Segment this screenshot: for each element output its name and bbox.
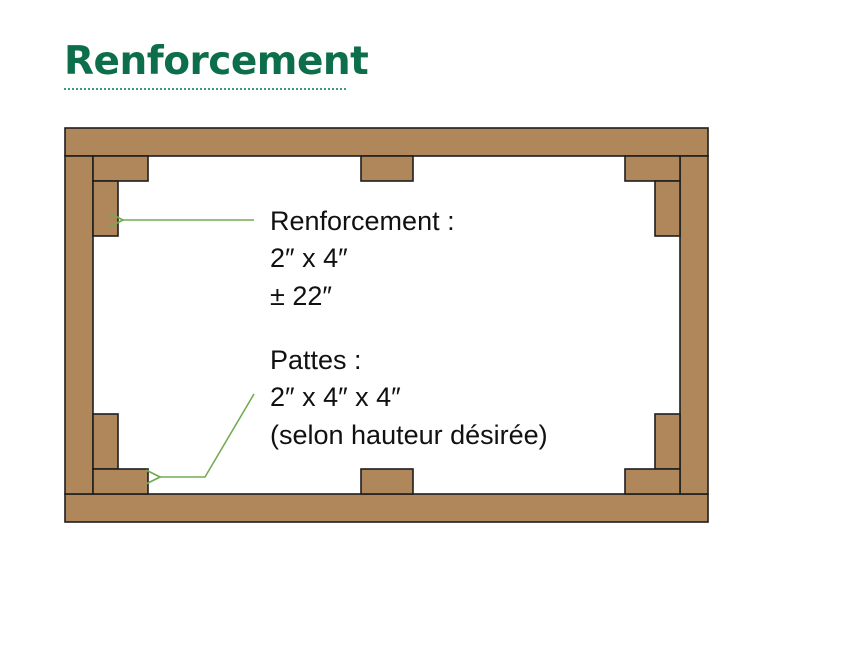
wood-frame: [64, 127, 709, 523]
renforcement-label: Renforcement : 2″ x 4″ ± 22″: [270, 206, 455, 311]
pattes-heading: Pattes :: [270, 345, 362, 375]
pattes-note: (selon hauteur désirée): [270, 420, 548, 450]
pattes-dimensions: 2″ x 4″ x 4″: [270, 382, 401, 412]
leg-top-right-vertical: [654, 180, 681, 237]
leg-bottom-left-horizontal: [92, 468, 149, 495]
pattes-arrow: [160, 393, 255, 477]
pattes-label: Pattes : 2″ x 4″ x 4″ (selon hauteur dés…: [270, 345, 548, 450]
leg-top-left-horizontal: [92, 155, 149, 182]
middle-block-top: [360, 155, 414, 182]
renforcement-dimensions: 2″ x 4″: [270, 243, 348, 273]
renforcement-spacing: ± 22″: [270, 281, 332, 311]
right-board: [679, 155, 709, 495]
page-title: Renforcement: [64, 38, 369, 90]
bottom-board: [64, 493, 709, 523]
left-board: [64, 155, 94, 495]
leg-bottom-right-vertical: [654, 413, 681, 470]
renforcement-heading: Renforcement :: [270, 206, 455, 236]
top-board: [64, 127, 709, 157]
leg-top-left-vertical: [92, 180, 119, 237]
middle-block-bottom: [360, 468, 414, 495]
leg-bottom-right-horizontal: [624, 468, 681, 495]
leg-top-right-horizontal: [624, 155, 681, 182]
leg-bottom-left-vertical: [92, 413, 119, 470]
